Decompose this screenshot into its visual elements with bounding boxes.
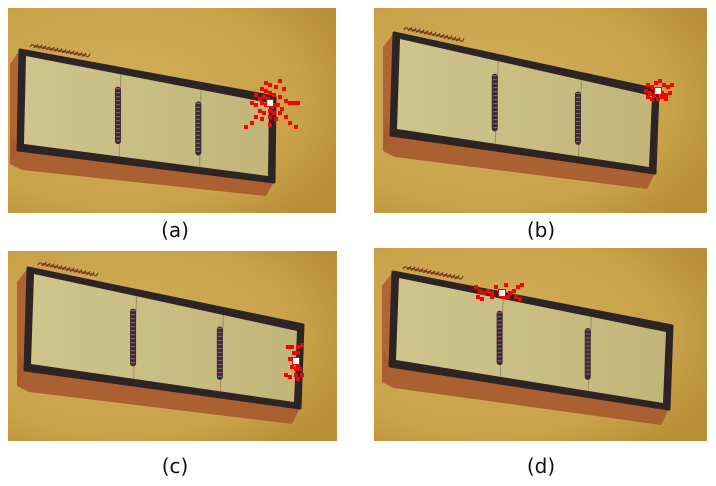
panel-a xyxy=(8,8,336,213)
panel-caption-a: (a) xyxy=(161,218,189,242)
keypoint-marker xyxy=(644,79,674,101)
keypoint-marker xyxy=(244,79,300,129)
photo-cabinet xyxy=(8,251,337,441)
panel-caption-b: (b) xyxy=(526,218,556,242)
panel-caption-c: (c) xyxy=(161,454,189,478)
panel-c xyxy=(8,251,337,441)
panel-d xyxy=(374,248,707,441)
keypoint-marker xyxy=(284,343,304,381)
photo-cabinet xyxy=(374,8,707,213)
keypoint-center xyxy=(293,358,299,364)
panel-caption-d: (d) xyxy=(526,454,556,478)
keypoint-center xyxy=(655,88,661,94)
panel-b xyxy=(374,8,707,213)
keypoint-center xyxy=(499,290,505,296)
keypoint-marker xyxy=(474,283,524,301)
keypoint-center xyxy=(267,100,273,106)
photo-cabinet xyxy=(8,8,336,213)
photo-cabinet xyxy=(374,248,707,441)
